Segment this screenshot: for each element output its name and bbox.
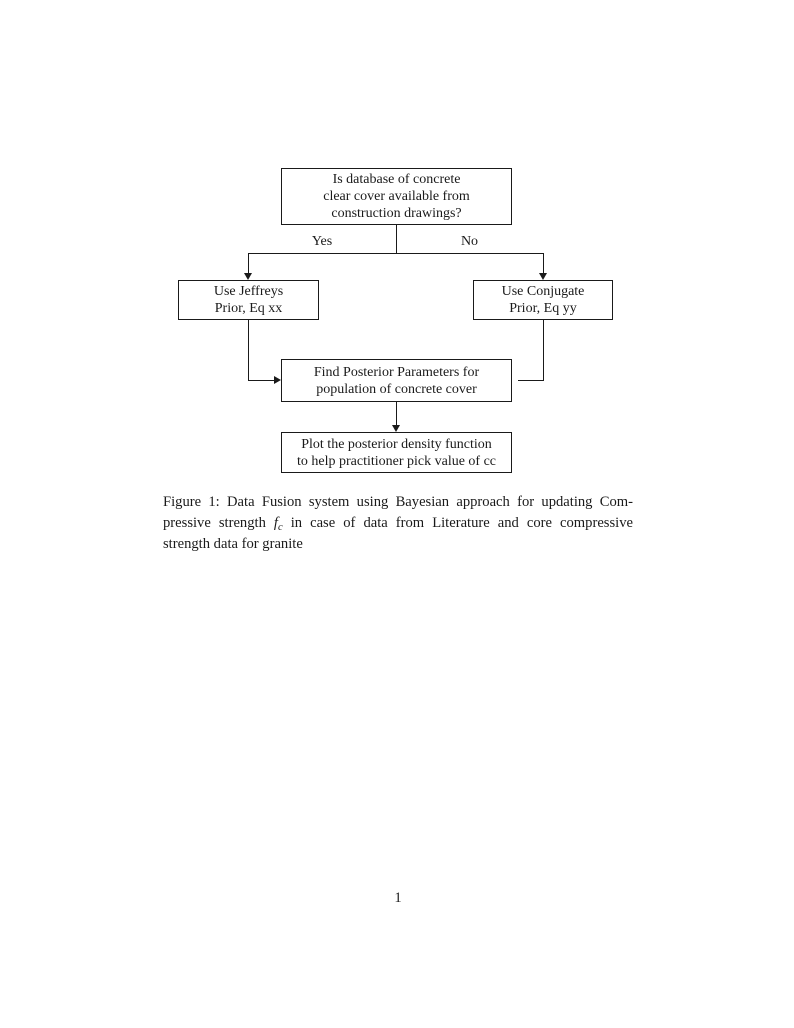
page-number: 1 — [394, 890, 402, 906]
arrowhead-into-bottom-icon — [392, 425, 400, 432]
arrowhead-yes-icon — [244, 273, 252, 280]
flowchart-box-jeffreys-prior: Use Jeffreys Prior, Eq xx — [178, 280, 319, 320]
connector-middle-down — [396, 402, 397, 426]
connector-right-down — [543, 320, 544, 381]
arrowhead-into-middle-left-icon — [274, 376, 281, 384]
connector-no-vertical — [543, 253, 544, 274]
flowchart-box-conjugate-prior: Use Conjugate Prior, Eq yy — [473, 280, 613, 320]
connector-branch-horizontal — [248, 253, 544, 254]
math-fc-subscript: c — [277, 522, 283, 533]
flowchart-box-plot-density: Plot the posterior density function to h… — [281, 432, 512, 473]
arrowhead-no-icon — [539, 273, 547, 280]
connector-right-horizontal — [518, 380, 544, 381]
flowchart-box-question: Is database of concrete clear cover avai… — [281, 168, 512, 225]
edge-label-no: No — [460, 234, 479, 249]
figure-caption: Figure 1: Data Fusion system using Bayes… — [163, 492, 633, 555]
caption-line-3: strength data for granite — [163, 536, 303, 552]
caption-line-1: Figure 1: Data Fusion system using Bayes… — [163, 494, 633, 510]
edge-label-yes: Yes — [311, 234, 333, 249]
connector-left-horizontal — [248, 380, 275, 381]
caption-line2-pre: pressive strength — [163, 515, 274, 531]
connector-left-down — [248, 320, 249, 381]
connector-top-stem — [396, 225, 397, 253]
math-fc-symbol: f — [273, 515, 278, 531]
caption-line2-post: in case of data from Literature and core… — [282, 515, 633, 531]
connector-yes-vertical — [248, 253, 249, 274]
flowchart-box-posterior-parameters: Find Posterior Parameters for population… — [281, 359, 512, 402]
caption-line-2: pressive strength fc in case of data fro… — [163, 513, 633, 534]
